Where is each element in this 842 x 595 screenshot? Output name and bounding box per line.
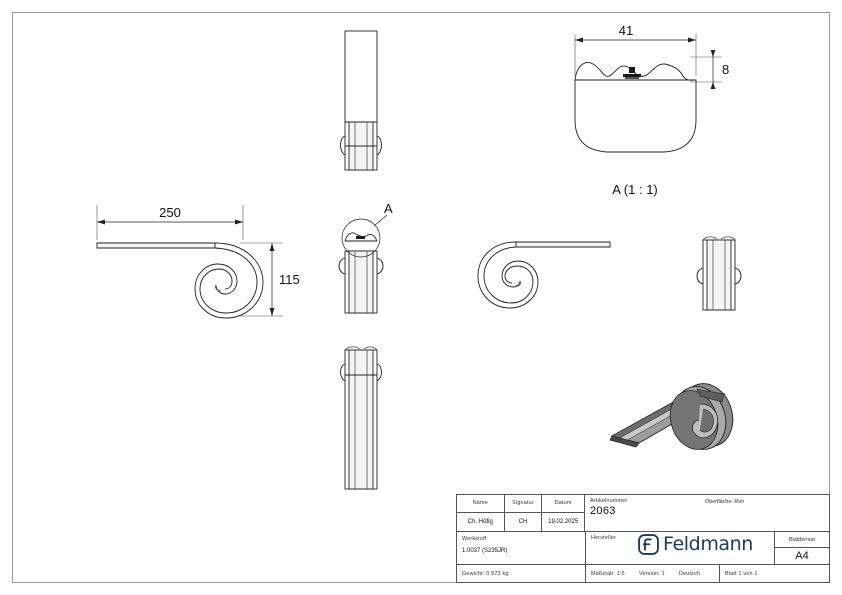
- werkstoff-value: 1.0037 (S235JR): [462, 548, 508, 554]
- gewicht-text: Gewicht: 0.973 kg: [462, 570, 509, 577]
- dimension-8: 8: [722, 62, 729, 77]
- feldmann-f-icon: [638, 533, 659, 555]
- sheet-border: [12, 12, 830, 583]
- header-signatur: Signatur: [505, 495, 543, 512]
- value-signatur: CH: [505, 512, 543, 531]
- view-bottom-center: [340, 346, 382, 490]
- blatt-text: Blatt 1 von 1: [719, 565, 829, 582]
- value-datum: 19.02.2025: [548, 518, 579, 525]
- dimension-250: 250: [159, 205, 181, 220]
- view-far-right-end: [696, 236, 742, 311]
- blattformat-cell: Blattformat A4: [774, 532, 829, 564]
- signature-table: Name Signatur Datum Ch. Höfig CH 19.02.2…: [457, 495, 585, 531]
- view-detail-a: 41 8 A (1 : 1): [574, 23, 729, 197]
- value-name: Ch. Höfig: [457, 512, 505, 531]
- title-block: Name Signatur Datum Ch. Höfig CH 19.02.2…: [456, 494, 830, 583]
- blattformat-label: Blattformat: [775, 532, 829, 548]
- brand-name: Feldmann: [663, 533, 753, 555]
- article-number-cell: Artikelnummer 2063 Oberfläche: Roh: [585, 495, 829, 531]
- version-text: Version: 1: [638, 570, 665, 577]
- brand-logo: Feldmann: [638, 533, 753, 555]
- sprache-text: Deutsch: [678, 570, 701, 577]
- header-datum: Datum: [554, 500, 572, 507]
- scale-info-cell: Maßstab: 1:5 Version: 1 Deutsch: [585, 565, 719, 582]
- title-block-row-1: Name Signatur Datum Ch. Höfig CH 19.02.2…: [457, 495, 829, 532]
- oberflaeche-text: Oberfläche: Roh: [705, 499, 745, 505]
- header-name: Name: [457, 495, 505, 512]
- hersteller-label: Hersteller: [591, 535, 617, 541]
- werkstoff-cell: Werkstoff: 1.0037 (S235JR): [457, 532, 585, 564]
- werkstoff-label: Werkstoff:: [462, 536, 489, 542]
- massstab-text: Maßstab: 1:5: [591, 570, 625, 577]
- dimension-115: 115: [279, 272, 300, 287]
- title-block-row-2: Werkstoff: 1.0037 (S235JR) Hersteller Fe…: [457, 532, 829, 565]
- view-mid-right-scroll: [477, 241, 611, 309]
- detail-a-label: A (1 : 1): [612, 182, 658, 197]
- artikelnummer-label: Artikelnummer: [590, 498, 628, 504]
- artikelnummer-value: 2063: [590, 505, 616, 517]
- blattformat-value: A4: [795, 550, 809, 562]
- hersteller-cell: Hersteller Feldmann: [585, 532, 774, 564]
- detail-callout-letter-a: A: [384, 201, 393, 216]
- view-top-center: [340, 30, 382, 171]
- title-block-row-3: Gewicht: 0.973 kg Maßstab: 1:5 Version: …: [457, 565, 829, 582]
- view-isometric-model: [609, 383, 734, 450]
- view-left-scroll: 250 115: [96, 205, 300, 319]
- center-stamp-mark: [623, 67, 641, 79]
- dimension-41: 41: [619, 23, 633, 38]
- view-center-callout: A: [338, 201, 393, 314]
